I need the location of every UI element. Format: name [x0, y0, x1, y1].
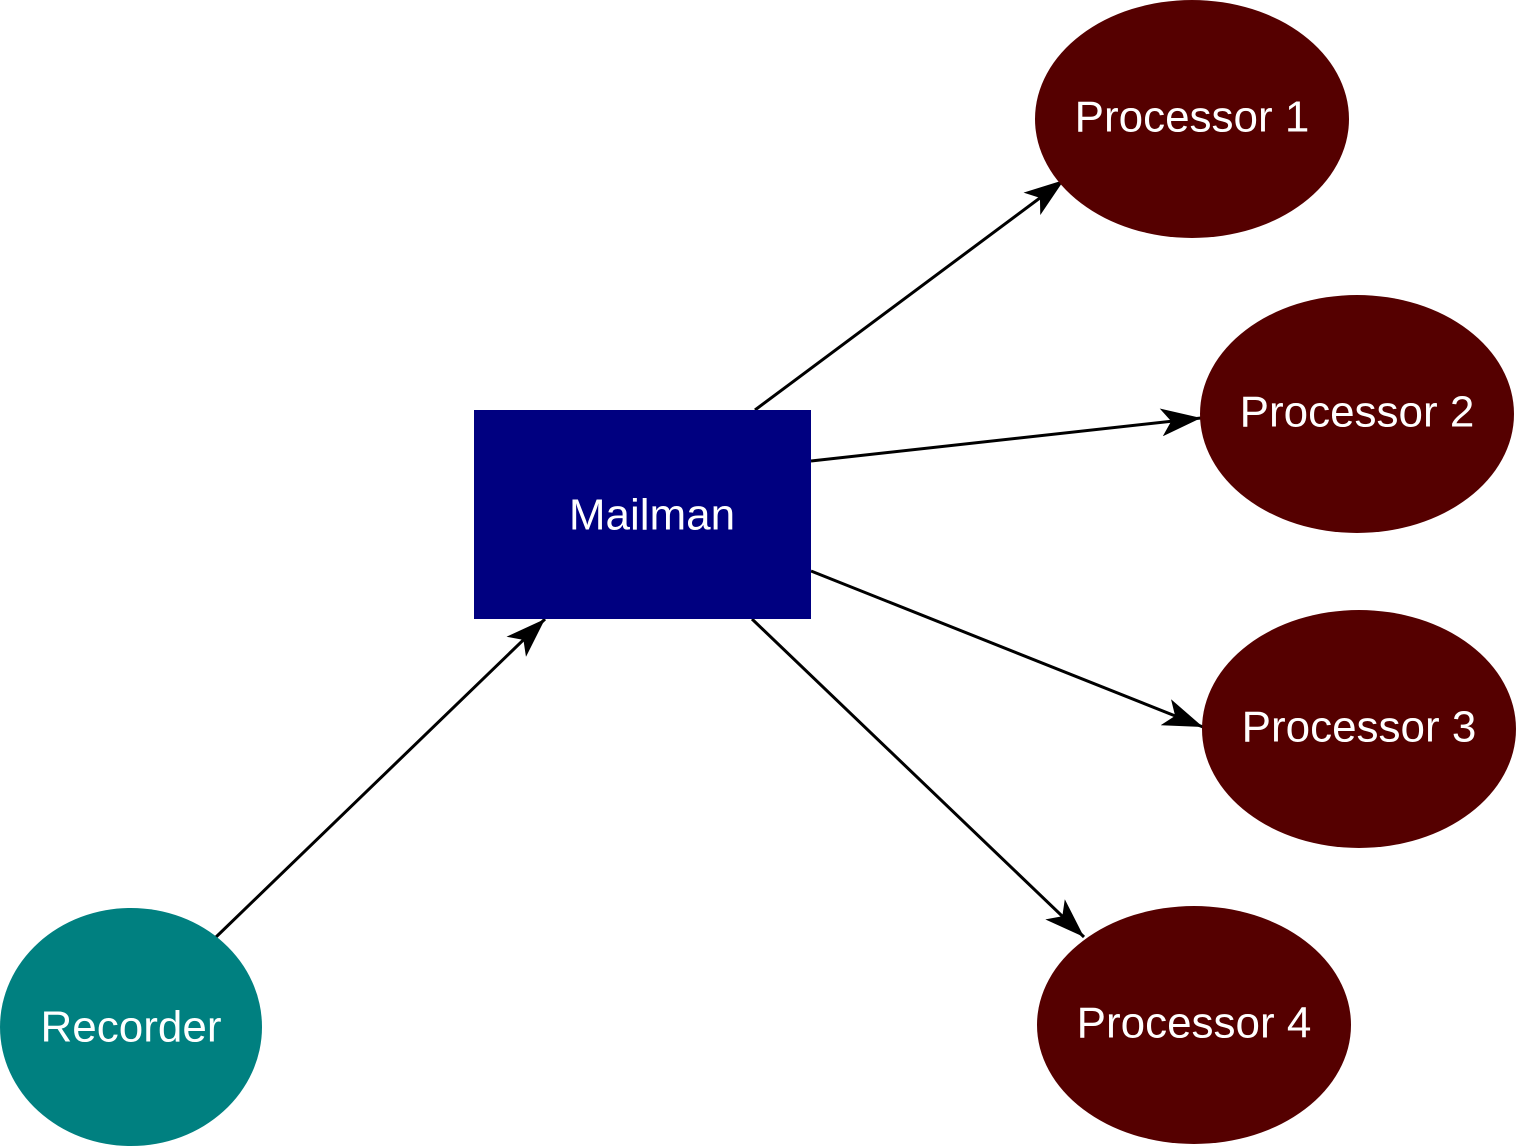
- node-processor-2[interactable]: Processor 2: [1200, 295, 1514, 533]
- edge-mailman-to-processor-1: [754, 178, 1065, 412]
- node-processor-3[interactable]: Processor 3: [1202, 610, 1516, 848]
- recorder-label: Recorder: [41, 1003, 222, 1052]
- processor-4-shape: [1037, 906, 1351, 1144]
- processor-3-label: Processor 3: [1242, 703, 1477, 752]
- node-processor-1[interactable]: Processor 1: [1035, 0, 1349, 238]
- processor-2-shape: [1200, 295, 1514, 533]
- edges: [213, 178, 1204, 940]
- processor-1-shape: [1035, 0, 1349, 238]
- node-processor-4[interactable]: Processor 4: [1037, 906, 1351, 1144]
- node-mailman[interactable]: Mailman: [474, 410, 811, 619]
- edge-mailman-to-processor-4: [750, 617, 1086, 939]
- recorder-shape: [0, 908, 262, 1146]
- processor-4-label: Processor 4: [1077, 999, 1312, 1048]
- mailman-label: Mailman: [569, 491, 735, 540]
- edge-mailman-to-processor-2: [810, 408, 1202, 463]
- edge-mailman-to-processor-3: [810, 569, 1204, 729]
- processor-1-label: Processor 1: [1075, 93, 1310, 142]
- processor-2-label: Processor 2: [1240, 388, 1475, 437]
- edge-recorder-to-mailman: [213, 617, 547, 940]
- node-recorder[interactable]: Recorder: [0, 908, 262, 1146]
- processor-3-shape: [1202, 610, 1516, 848]
- mailman-shape: [474, 410, 811, 619]
